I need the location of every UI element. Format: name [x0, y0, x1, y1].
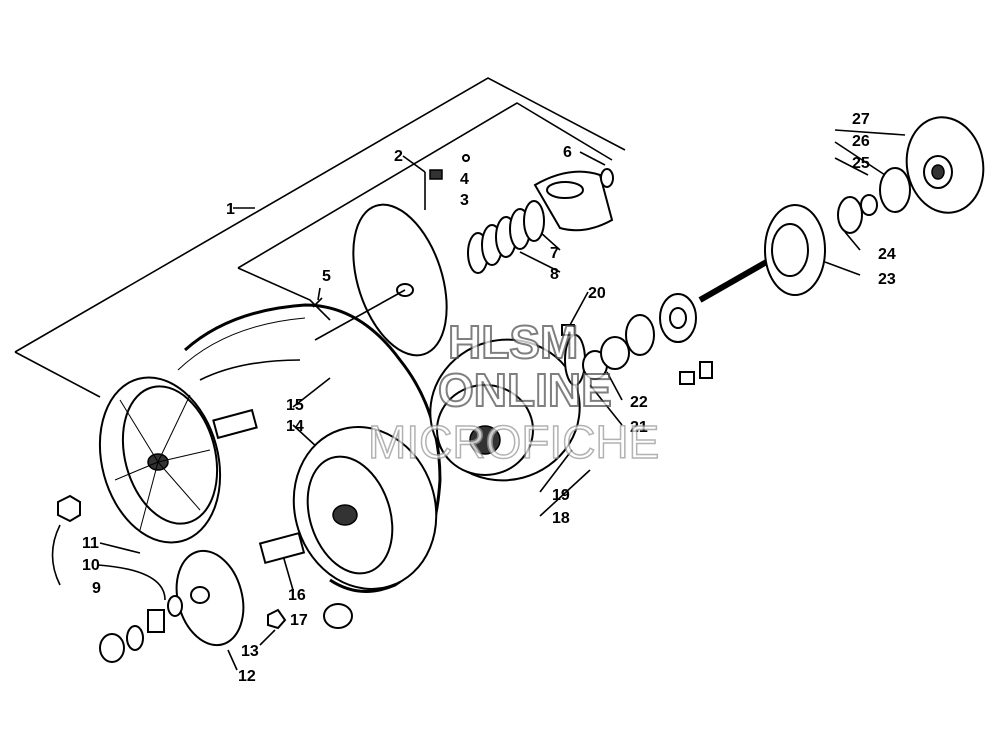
callout-27: 27 — [852, 111, 870, 128]
callout-25: 25 — [852, 155, 870, 172]
callout-8: 8 — [550, 266, 559, 283]
shaft-16 — [258, 531, 306, 565]
drive-sheave — [314, 203, 448, 357]
callout-labels: 1 2 3 4 5 6 7 8 9 10 11 12 13 14 15 16 1… — [82, 111, 896, 685]
leader-lines — [51, 129, 906, 671]
moveable-sheave — [292, 426, 438, 590]
key-part — [429, 169, 443, 180]
clutch-27 — [905, 116, 985, 214]
callout-23: 23 — [878, 271, 896, 288]
fixed-sheave — [98, 376, 222, 544]
snap-ring — [600, 168, 614, 188]
snap-ring-9 — [126, 625, 144, 651]
key-20 — [561, 324, 575, 336]
callout-21: 21 — [630, 419, 648, 436]
nut-17 — [323, 603, 353, 629]
callout-13: 13 — [241, 643, 259, 660]
bearing-1 — [625, 314, 655, 356]
bushing-25 — [860, 194, 878, 216]
callout-11: 11 — [82, 535, 99, 552]
callout-15: 15 — [286, 397, 304, 414]
callout-14: 14 — [286, 418, 304, 435]
output-shaft — [698, 204, 826, 303]
assembly-bracket-1 — [14, 77, 626, 398]
callout-2: 2 — [394, 148, 403, 165]
watermark-line-2: ONLINE — [438, 364, 612, 416]
watermark-line-1: HLSM — [448, 316, 578, 368]
washer-11 — [167, 595, 183, 617]
spring — [467, 200, 545, 274]
nut-9 — [57, 494, 81, 523]
ring-22 — [600, 336, 630, 370]
cam-plate — [175, 549, 245, 647]
bearing-26 — [879, 167, 911, 213]
callout-5: 5 — [322, 268, 331, 285]
callout-26: 26 — [852, 133, 870, 150]
callout-16: 16 — [288, 587, 306, 604]
callout-17: 17 — [290, 612, 308, 629]
bearing-2-center — [669, 307, 687, 329]
bushing-10 — [147, 609, 165, 633]
watermark-line-3: MICROFICHE — [368, 416, 659, 468]
callout-20: 20 — [588, 285, 606, 302]
callout-18: 18 — [552, 510, 570, 527]
callout-22: 22 — [630, 394, 648, 411]
callout-3: 3 — [460, 192, 469, 209]
callout-10: 10 — [82, 557, 100, 574]
callout-4: 4 — [460, 171, 469, 188]
callout-19: 19 — [552, 487, 570, 504]
bolt-part — [699, 361, 713, 379]
nut-part — [679, 371, 695, 385]
callout-6: 6 — [563, 144, 572, 161]
driven-clutch — [429, 334, 586, 482]
callout-1: 1 — [226, 201, 235, 218]
clip-13 — [267, 608, 287, 630]
callout-7: 7 — [550, 245, 559, 262]
ring-24 — [837, 196, 863, 234]
callout-12: 12 — [238, 668, 256, 685]
watermark: HLSM ONLINE MICROFICHE — [367, 315, 660, 469]
sheave-shaft — [212, 408, 258, 440]
spring-cover — [533, 170, 614, 232]
callout-9: 9 — [92, 580, 101, 597]
pin-part — [462, 154, 470, 162]
gear-washer — [99, 633, 125, 663]
callout-24: 24 — [878, 246, 896, 263]
